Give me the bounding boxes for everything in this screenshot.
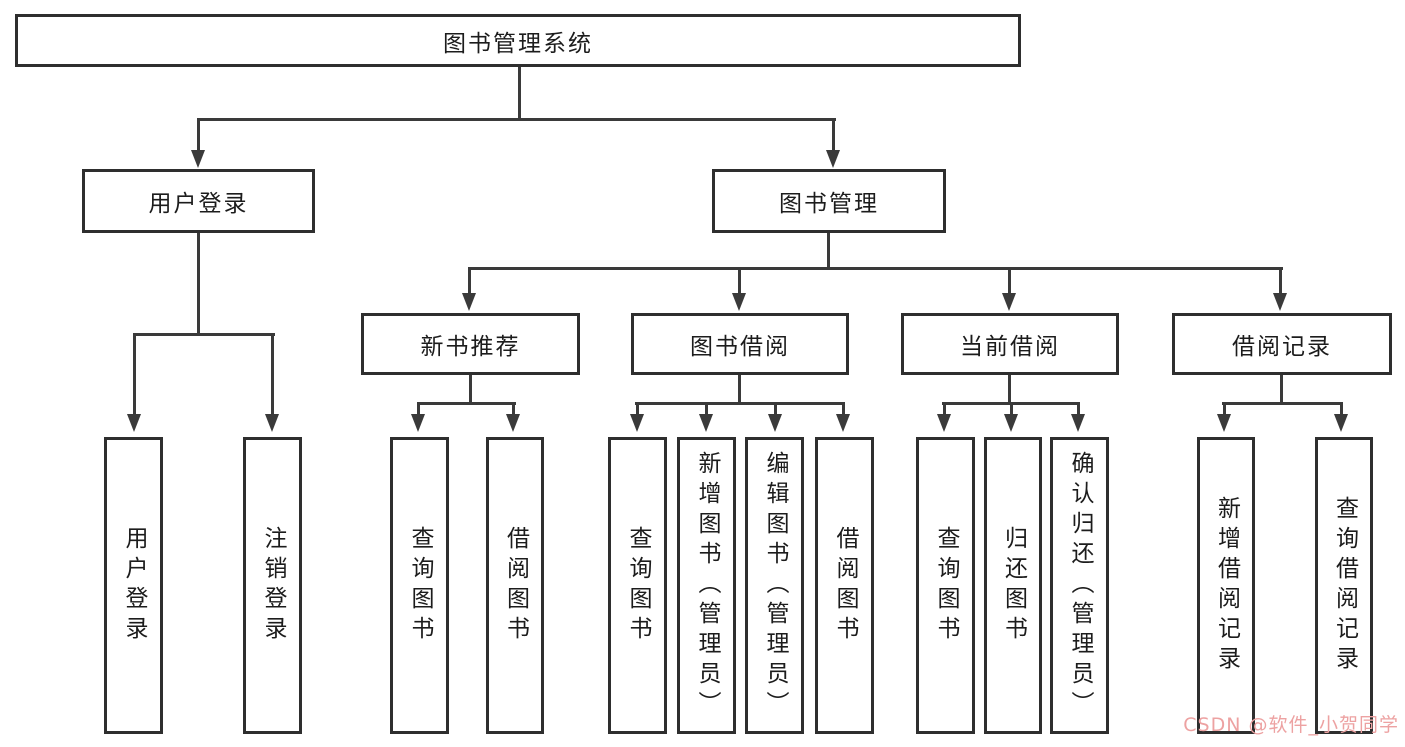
node-label: 借阅记录 [1232,334,1332,360]
arrowhead-down-icon [127,414,141,432]
connector-stem [636,402,639,416]
node-user-login: 用户登录 [82,169,315,233]
connector-stem [1077,402,1080,416]
node-borrow-record: 借阅记录 [1172,313,1392,375]
connector-stem [738,267,741,295]
connector-stem [417,402,420,416]
leaf-add-books-admin: 新增图书（管理员） [677,437,736,734]
connector-stem [197,118,200,154]
arrowhead-down-icon [732,293,746,311]
leaf-return-books: 归还图书 [984,437,1042,734]
node-label: 图书管理 [779,191,879,217]
connector-newbook-drop [469,373,472,404]
connector-stem [774,402,777,416]
connector-bookborrow-branch [635,402,845,405]
connector-stem [832,118,835,154]
connector-stem [512,402,515,416]
arrowhead-down-icon [1273,293,1287,311]
arrowhead-down-icon [1004,414,1018,432]
node-label: 查询借阅记录 [1331,495,1358,676]
node-label: 新书推荐 [420,334,521,360]
connector-bookmgmt-drop [827,231,830,269]
arrowhead-down-icon [1334,414,1348,432]
arrowhead-down-icon [506,414,520,432]
arrowhead-down-icon [462,293,476,311]
node-label: 确认归还（管理员） [1067,450,1093,721]
node-label: 用户登录 [121,525,147,646]
arrowhead-down-icon [1071,414,1085,432]
leaf-user-login: 用户登录 [104,437,163,734]
node-label: 查询图书 [625,525,651,646]
node-label: 注销登录 [260,525,286,646]
connector-stem [133,333,136,415]
connector-currentborrow-drop [1008,373,1011,404]
connector-root-branch [197,118,836,121]
connector-stem [1008,267,1011,295]
connector-userlogin-drop [197,231,200,335]
connector-bookmgmt-branch [468,267,1283,270]
connector-stem [705,402,708,416]
connector-newbook-branch [417,402,516,405]
leaf-confirm-return-admin: 确认归还（管理员） [1050,437,1109,734]
connector-stem [1279,267,1282,295]
arrowhead-down-icon [1217,414,1231,432]
arrowhead-down-icon [265,414,279,432]
connector-stem [271,333,274,415]
node-label: 图书借阅 [690,334,790,360]
leaf-query-books-recommend: 查询图书 [390,437,449,734]
connector-root-drop [518,67,521,120]
node-book-borrow: 图书借阅 [631,313,849,375]
leaf-query-borrow-record: 查询借阅记录 [1315,437,1373,734]
node-label: 图书管理系统 [443,30,593,57]
connector-stem [943,402,946,416]
arrowhead-down-icon [1002,293,1016,311]
node-label: 当前借阅 [960,334,1060,360]
arrowhead-down-icon [630,414,644,432]
arrowhead-down-icon [699,414,713,432]
connector-bookborrow-drop [738,373,741,404]
csdn-watermark: CSDN @软件_小贺同学 [1183,714,1399,736]
connector-stem [468,267,471,295]
node-label: 编辑图书（管理员） [762,450,788,721]
arrowhead-down-icon [826,150,840,168]
leaf-edit-books-admin: 编辑图书（管理员） [745,437,804,734]
leaf-query-books-current: 查询图书 [916,437,975,734]
connector-borrowrecord-drop [1280,373,1283,404]
node-label: 借阅图书 [502,525,529,646]
connector-stem [1010,402,1013,416]
node-new-book-recommend: 新书推荐 [361,313,580,375]
leaf-borrow-books: 借阅图书 [815,437,874,734]
node-label: 新增图书（管理员） [694,450,720,721]
connector-stem [842,402,845,416]
connector-stem [1223,402,1226,416]
arrowhead-down-icon [768,414,782,432]
node-library-system-root: 图书管理系统 [15,14,1021,67]
leaf-borrow-books-recommend: 借阅图书 [486,437,544,734]
leaf-query-books-borrow: 查询图书 [608,437,667,734]
node-label: 归还图书 [1000,525,1027,646]
arrowhead-down-icon [411,414,425,432]
node-label: 用户登录 [148,191,249,217]
node-label: 借阅图书 [832,525,858,646]
node-current-borrow: 当前借阅 [901,313,1119,375]
connector-userlogin-branch [133,333,275,336]
node-label: 查询图书 [407,525,433,646]
node-book-management: 图书管理 [712,169,946,233]
connector-borrowrecord-branch [1222,402,1343,405]
leaf-logout: 注销登录 [243,437,302,734]
node-label: 查询图书 [933,525,959,646]
leaf-add-borrow-record: 新增借阅记录 [1197,437,1255,734]
connector-stem [1340,402,1343,416]
arrowhead-down-icon [191,150,205,168]
node-label: 新增借阅记录 [1213,495,1240,676]
arrowhead-down-icon [937,414,951,432]
arrowhead-down-icon [836,414,850,432]
